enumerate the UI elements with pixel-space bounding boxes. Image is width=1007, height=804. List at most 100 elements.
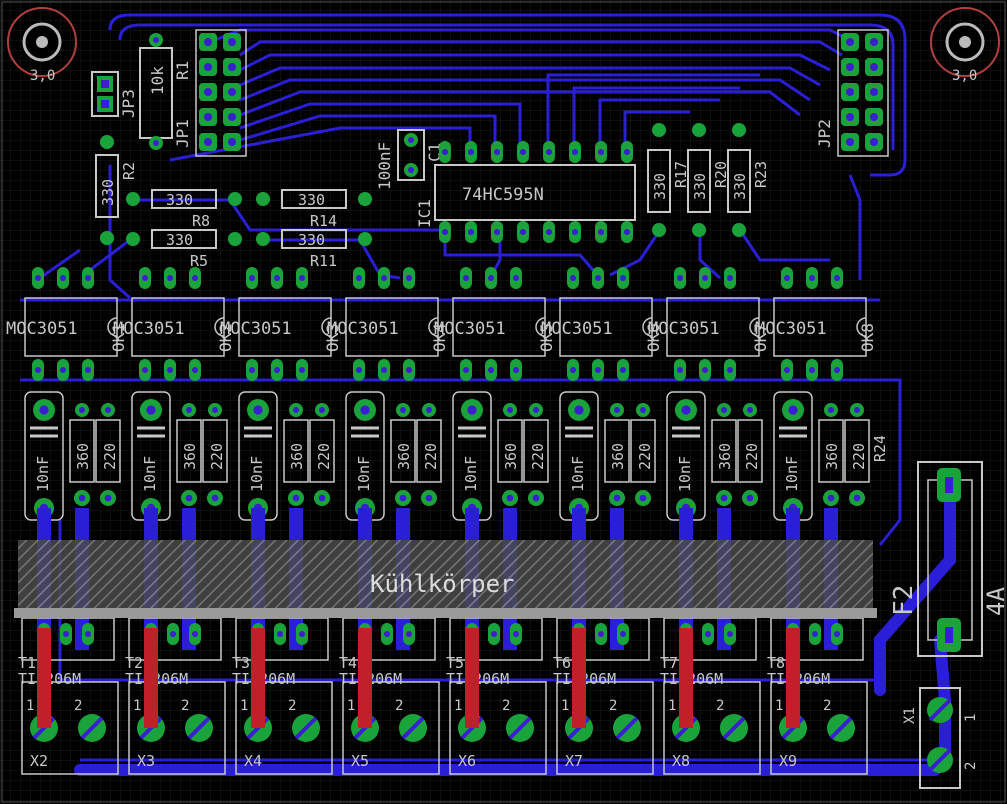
terminal-pin1-label: 1 [133,698,141,714]
opto-pin [296,359,308,381]
opto-pin [378,359,390,381]
resistor-r14[interactable]: 330 R14 [256,189,372,230]
top-layer [37,628,800,728]
resistor-r8[interactable]: 330 R8 [126,189,242,230]
r20-label: R20 [712,161,730,188]
r17-label: R17 [672,161,690,188]
snubber-pad [461,399,483,421]
r8-value: 330 [166,191,193,209]
fuse-f2[interactable]: F2 4A [889,461,1007,657]
resistor-r5[interactable]: 330 R5 [126,229,242,270]
snubber-res-a-label: 360 [716,443,734,470]
resistor-pad [75,403,89,417]
resistor-pad [208,403,222,417]
terminal-ref-label: X6 [458,752,476,770]
snubber-res-b-label: 220 [208,443,226,470]
opto-ref-label: OK3 [323,323,342,352]
snubber-res-a-label: 360 [823,443,841,470]
opto-pin [510,267,522,289]
r23-label: R23 [752,161,770,188]
triac-pin [381,623,393,645]
triac-pin [296,623,308,645]
triac-pin [82,623,94,645]
snubber-cap-label: 10nF [355,456,373,492]
triac-ref-label: T3 [232,654,250,672]
opto-part-label: MOC3051 [6,319,78,339]
r5-value: 330 [166,231,193,249]
bottom-traces [20,13,940,762]
resistor-r2[interactable]: 330 R2 [95,135,138,245]
ic1-pin [543,141,555,163]
terminal-pin2-label: 2 [609,698,617,714]
opto-pin [567,359,579,381]
opto-pin [403,267,415,289]
opto-pin [781,359,793,381]
ic1-pin [595,141,607,163]
resistor-pad [823,490,839,506]
opto-pin [781,267,793,289]
fuse-label: F2 [889,585,919,616]
opto-pin [592,267,604,289]
opto-part-label: MOC3051 [755,319,827,339]
ic1-pin [621,141,633,163]
resistor-pad [609,490,625,506]
resistor-pad [421,490,437,506]
opto-pin [189,359,201,381]
capacitor-c1[interactable]: 100nF C1 [375,129,444,190]
snubber-res-a-label: 360 [181,443,199,470]
ic1-pin [569,141,581,163]
triac-pin [595,623,607,645]
resistor-pad [289,403,303,417]
jumper-jp3[interactable]: JP3 [91,71,138,118]
snubber-cap-label: 10nF [248,456,266,492]
terminal-pin2-label: 2 [502,698,510,714]
opto-pin [271,359,283,381]
terminal-pin2-label: 2 [288,698,296,714]
opto-pin [806,267,818,289]
opto-pin [460,267,472,289]
resistor-r1[interactable]: 10k R1 [139,33,192,150]
channel-2: MOC3051OK210nF360220T2TIC206M12X3 [113,267,235,775]
opto-pin [353,267,365,289]
resistor-pad [207,490,223,506]
resistor-r11[interactable]: 330 R11 [256,229,372,270]
resistor-pad [395,490,411,506]
triac-pin [274,623,286,645]
header-jp2[interactable]: JP2 [815,29,889,157]
opto-pin [674,359,686,381]
opto-pin [246,267,258,289]
snubber-pad [782,399,804,421]
triac-ref-label: T4 [339,654,357,672]
mount-hole-left: 3,0 [7,7,77,84]
terminal-pin1-label: 1 [240,698,248,714]
opto-ref-label: OK2 [216,323,235,352]
terminal-pin1-label: 1 [26,698,34,714]
resistor-r23[interactable]: 330 R23 [727,123,770,237]
r20-value: 330 [691,173,709,200]
ic-74hc595[interactable]: 74HC595N IC1 [415,141,636,243]
terminal-ref-label: X4 [244,752,262,770]
resistor-r17[interactable]: 330 R17 [647,123,690,237]
hole-left-label: 3,0 [30,68,55,84]
snubber-pad [247,399,269,421]
r1-label: R1 [173,61,192,80]
opto-part-label: MOC3051 [434,319,506,339]
header-jp1[interactable]: JP1 [173,29,247,157]
resistor-r20[interactable]: 330 R20 [687,123,730,237]
terminal-x1[interactable]: X1 1 2 [902,687,979,789]
resistor-pad [101,403,115,417]
